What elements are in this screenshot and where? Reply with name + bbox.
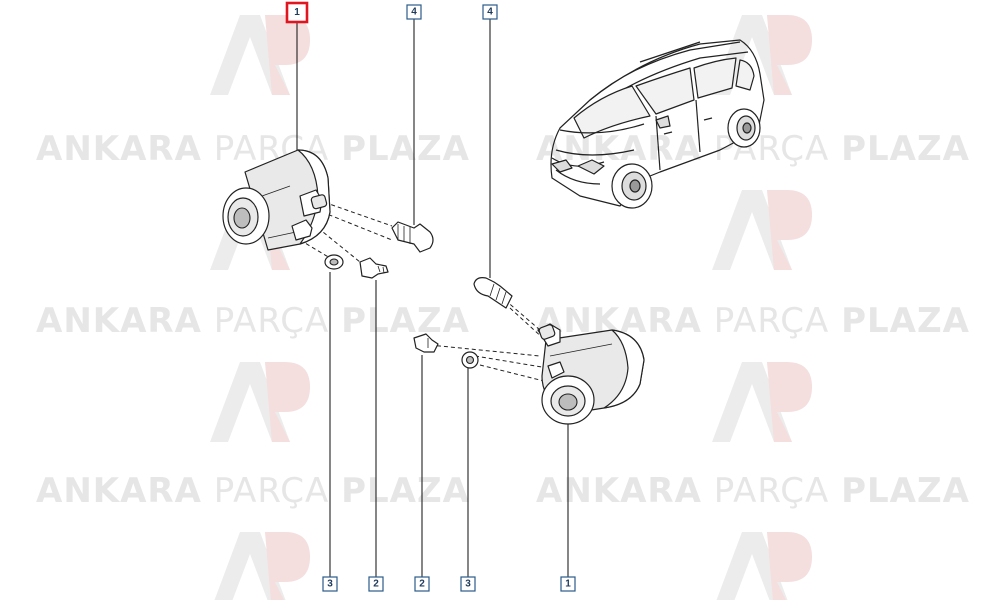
callout-label: 4 xyxy=(487,7,493,18)
wheel-cylinder-right xyxy=(537,323,645,425)
washer-left xyxy=(324,254,344,270)
svg-text:ANKARA PARÇA PLAZA: ANKARA PARÇA PLAZA xyxy=(536,129,970,169)
leader-lines xyxy=(296,19,569,577)
watermark-logo xyxy=(210,362,310,442)
watermark-layer: ANKARA PARÇA PLAZA ANKARA PARÇA PLAZA AN… xyxy=(36,15,970,600)
bolt-left xyxy=(359,257,389,279)
callout-1-bottom[interactable]: 1 xyxy=(560,576,576,592)
callout-label: 2 xyxy=(419,579,425,590)
watermark-text-row: ANKARA PARÇA PLAZA ANKARA PARÇA PLAZA xyxy=(36,471,970,511)
svg-text:ANKARA PARÇA PLAZA: ANKARA PARÇA PLAZA xyxy=(536,301,970,341)
callout-2-right[interactable]: 2 xyxy=(414,576,430,592)
callout-label: 1 xyxy=(565,579,571,590)
watermark-text-row: ANKARA PARÇA PLAZA ANKARA PARÇA PLAZA xyxy=(36,129,970,169)
watermark-text-row: ANKARA PARÇA PLAZA ANKARA PARÇA PLAZA xyxy=(36,301,970,341)
callout-4-left[interactable]: 4 xyxy=(406,4,422,20)
callout-4-right[interactable]: 4 xyxy=(482,4,498,20)
bleed-screw-right xyxy=(473,277,513,309)
callout-3-left[interactable]: 3 xyxy=(322,576,338,592)
callout-label: 3 xyxy=(465,579,471,590)
watermark-logo xyxy=(712,362,812,442)
svg-text:ANKARA PARÇA PLAZA: ANKARA PARÇA PLAZA xyxy=(36,301,470,341)
callout-1-top[interactable]: 1 xyxy=(285,1,309,24)
watermark-logo xyxy=(716,532,812,600)
svg-text:ANKARA PARÇA PLAZA: ANKARA PARÇA PLAZA xyxy=(36,471,470,511)
callout-label: 3 xyxy=(327,579,333,590)
callout-label: 2 xyxy=(373,579,379,590)
wheel-cylinder-left xyxy=(222,149,331,251)
washer-right xyxy=(461,351,479,369)
watermark-logo xyxy=(214,532,310,600)
callout-label: 4 xyxy=(411,7,417,18)
vehicle-illustration xyxy=(550,39,765,209)
watermark-logo xyxy=(210,15,310,95)
bleed-screw-left xyxy=(391,221,434,253)
callout-3-right[interactable]: 3 xyxy=(460,576,476,592)
svg-text:ANKARA PARÇA PLAZA: ANKARA PARÇA PLAZA xyxy=(536,471,970,511)
callout-label: 1 xyxy=(294,7,300,18)
bolt-right xyxy=(413,333,439,353)
callout-2-left[interactable]: 2 xyxy=(368,576,384,592)
watermark-logo xyxy=(712,190,812,270)
assembly-dashed-lines xyxy=(299,199,549,383)
svg-text:ANKARA PARÇA PLAZA: ANKARA PARÇA PLAZA xyxy=(36,129,470,169)
